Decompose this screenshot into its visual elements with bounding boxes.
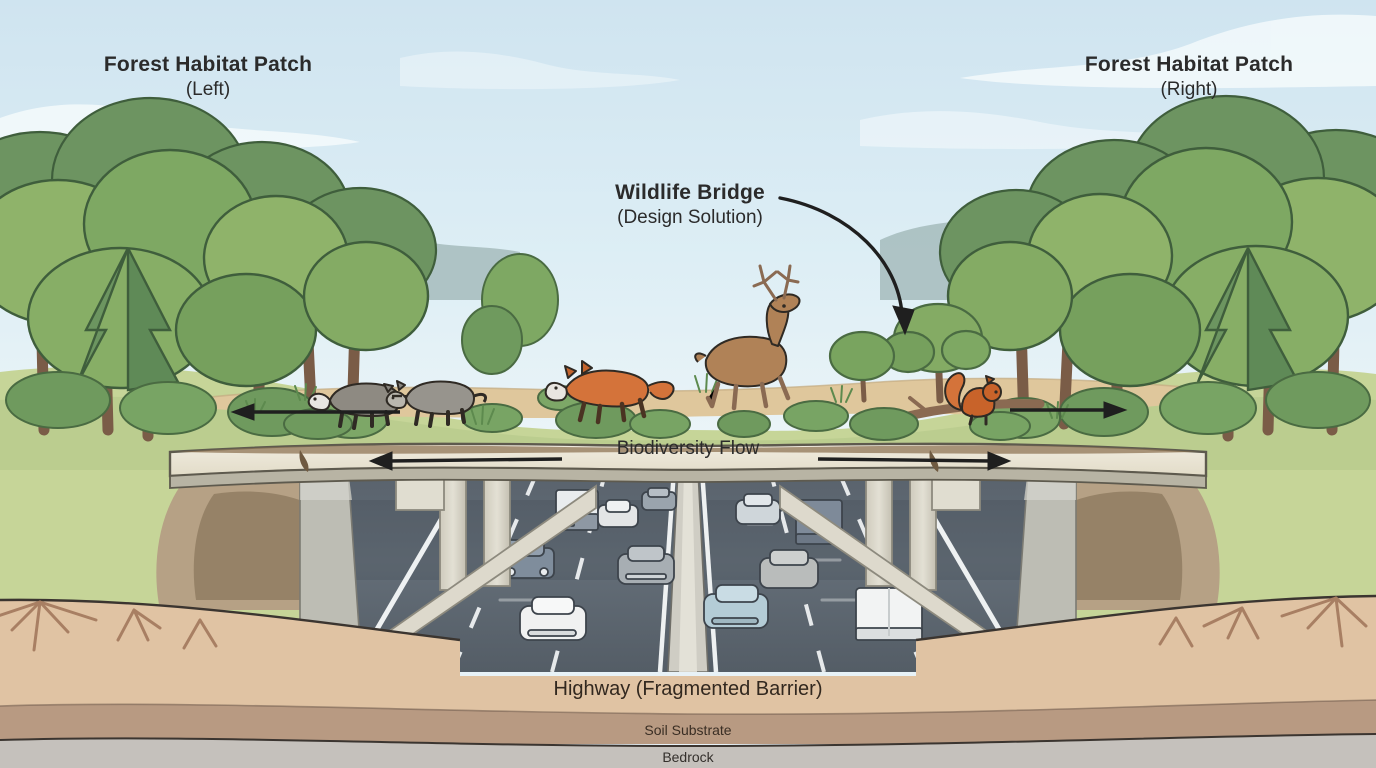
bridge-deck-underside [169,466,1207,489]
wildlife-bridge-structure [168,442,1208,678]
flow-arrows [230,401,1128,471]
deck-soil-lip [178,445,1198,454]
bridge-tree-2 [828,330,896,403]
animal-squirrel [944,372,1002,426]
vehicle-car-1 [597,499,639,528]
bridge-pointer-arrow [778,196,915,336]
vehicle-car-5 [735,493,781,525]
animal-fox [544,360,675,425]
vehicle-car-2 [641,487,677,511]
vehicle-car-3 [617,545,675,585]
vehicle-car-6 [759,549,819,589]
vehicle-car-4 [519,596,587,641]
stratum-subsoil [0,700,1376,744]
animal-raccoon [383,380,488,428]
stratum-topsoil [0,596,1376,700]
animals [307,264,1002,430]
forest-left [0,96,438,562]
deck-arrow-left [368,451,563,471]
animal-deer [694,264,801,411]
stratum-bedrock [0,734,1376,768]
deck-arrow-right [817,451,1012,471]
ground-strata [0,594,1376,768]
tree-roots [0,596,1368,652]
animal-badger [307,382,412,430]
vehicle-truck-3 [855,587,923,641]
vehicle-car-7 [703,584,769,629]
habitat-arrow-right [1010,401,1128,419]
bridge-tree [880,302,992,404]
habitat-arrow-left [230,403,400,421]
